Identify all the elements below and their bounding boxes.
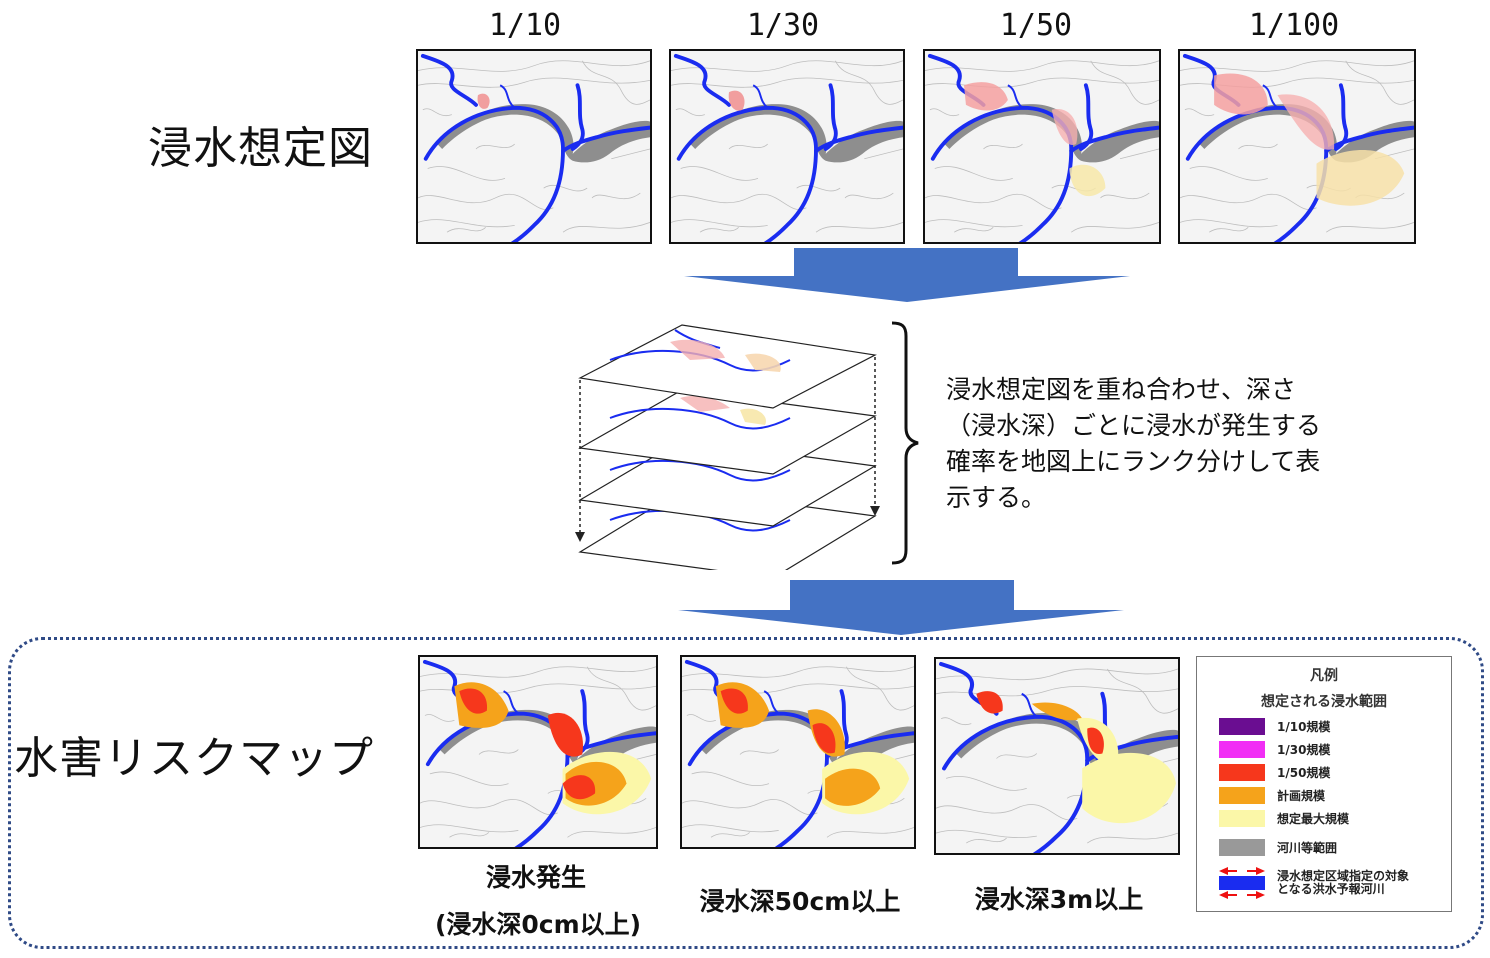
risk-map-0cm: [418, 655, 658, 849]
legend-swatch: [1219, 763, 1265, 781]
legend-item: 1/50規模: [1219, 763, 1330, 781]
legend-item: 河川等範囲: [1219, 838, 1337, 856]
legend-river-label-line-2: となる洪水予報河川: [1277, 882, 1385, 896]
river-arrow-icon: [1219, 867, 1265, 899]
down-arrow-top: [684, 248, 1130, 302]
legend-label: 計画規模: [1277, 788, 1326, 803]
caption-depth-3m: 浸水深3m以上: [974, 885, 1144, 914]
inundation-map-1-10: [416, 49, 652, 244]
flood-risk-map-label: 水害リスクマップ: [14, 733, 374, 784]
legend-item: 1/30規模: [1219, 740, 1330, 758]
legend-swatch: [1219, 717, 1265, 735]
legend-box: 凡例 想定される浸水範囲 1/10規模 1/30規模 1/50規模 計画規模 想…: [1196, 656, 1452, 912]
description-line-4: 示する。: [946, 483, 1047, 512]
caption-depth-0cm: (浸水深0cm以上): [434, 910, 642, 939]
risk-map-3m: [934, 657, 1180, 855]
legend-label: 1/10規模: [1277, 719, 1331, 734]
legend-swatch: [1219, 838, 1265, 856]
inundation-map-1-100: [1178, 49, 1416, 244]
inundation-map-label: 浸水想定図: [148, 123, 373, 174]
legend-item: 想定最大規模: [1219, 809, 1349, 827]
legend-label: 想定最大規模: [1277, 811, 1350, 826]
legend-item: 1/10規模: [1219, 717, 1330, 735]
period-label-1-30: 1/30: [746, 8, 820, 43]
legend-swatch: [1219, 740, 1265, 758]
legend-item: 計画規模: [1219, 786, 1325, 804]
risk-map-50cm: [680, 655, 916, 849]
inundation-map-1-50: [923, 49, 1161, 244]
description-line-2: （浸水深）ごとに浸水が発生する: [946, 411, 1322, 440]
description-line-1: 浸水想定図を重ね合わせ、深さ: [946, 375, 1297, 404]
risk-map-frame: [8, 637, 1484, 949]
legend-swatch: [1219, 786, 1265, 804]
legend-title: 凡例: [1310, 668, 1338, 684]
legend-item-river: 浸水想定区域指定の対象 となる洪水予報河川: [1219, 867, 1409, 899]
caption-inundation-occurs: 浸水発生: [485, 863, 586, 892]
period-label-1-50: 1/50: [999, 8, 1073, 43]
legend-label: 河川等範囲: [1277, 840, 1338, 855]
legend-river-label: 浸水想定区域指定の対象 となる洪水予報河川: [1277, 870, 1409, 896]
period-label-1-10: 1/10: [488, 8, 562, 43]
stacked-layers-illustration: [575, 324, 880, 570]
legend-subtitle: 想定される浸水範囲: [1261, 694, 1387, 710]
legend-river-label-line-1: 浸水想定区域指定の対象: [1277, 869, 1410, 883]
inundation-map-1-30: [669, 49, 905, 244]
description-line-3: 確率を地図上にランク分けして表: [946, 447, 1321, 476]
down-arrow-bottom: [678, 580, 1124, 635]
legend-swatch: [1219, 809, 1265, 827]
right-bracket: [891, 321, 919, 565]
period-label-1-100: 1/100: [1248, 8, 1340, 43]
overlay-description: 浸水想定図を重ね合わせ、深さ （浸水深）ごとに浸水が発生する 確率を地図上にラン…: [946, 372, 1386, 516]
caption-depth-50cm: 浸水深50cm以上: [699, 887, 901, 916]
legend-label: 1/30規模: [1277, 742, 1331, 757]
legend-label: 1/50規模: [1277, 765, 1331, 780]
